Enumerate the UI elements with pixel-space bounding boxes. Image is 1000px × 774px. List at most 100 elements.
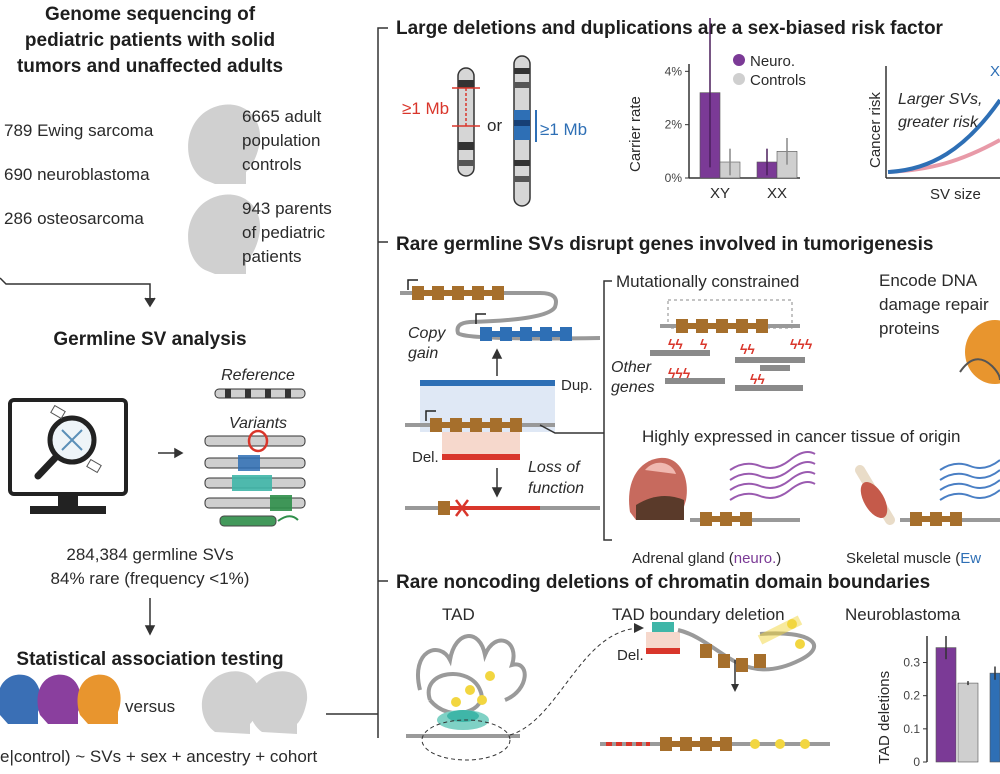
dup-label: Dup. — [561, 377, 593, 394]
dna-repair-protein-icon — [959, 320, 1000, 384]
section1-title: Large deletions and duplications are a s… — [396, 18, 944, 39]
carrier-rate-plot: 0% 2% 4% XY XX — [665, 18, 800, 202]
tad-y-tick-label: 0 — [913, 755, 920, 769]
sv-analysis-title: Germline SV analysis — [53, 329, 246, 350]
carrier-category-label: XY — [710, 185, 730, 202]
carrier-category-label: XX — [767, 185, 787, 202]
panel-bracket — [603, 280, 612, 541]
risk-note-line-2: greater risk — [898, 114, 979, 131]
tad-deletions-plot: 0 0.1 0.2 0.3 — [903, 636, 1000, 769]
tad-y-tick-label: 0.1 — [903, 722, 920, 736]
tad-boundary-figure — [600, 615, 830, 751]
adrenal-gland-icon — [629, 457, 687, 520]
dup-del-block — [405, 380, 555, 460]
section3-title: Rare noncoding deletions of chromatin do… — [396, 572, 930, 593]
section-tad-boundaries: Rare noncoding deletions of chromatin do… — [396, 572, 1000, 769]
duplication-size-label: ≥1 Mb — [540, 120, 587, 139]
adrenal-caption-a: Adrenal gland ( — [632, 550, 734, 567]
risk-xlabel: SV size — [930, 186, 981, 203]
skeletal-caption-a: Skeletal muscle ( — [846, 550, 960, 567]
section-sex-biased-risk: Large deletions and duplications are a s… — [396, 18, 1000, 207]
dna-repair-label-line-3: proteins — [879, 319, 939, 338]
other-genes-label-line-2: genes — [611, 379, 655, 396]
carrier-y-tick-label: 2% — [665, 118, 683, 132]
svg-text:ϟϟ: ϟϟ — [740, 341, 755, 357]
left-title-line-1: Genome sequencing of — [45, 4, 256, 25]
carrier-y-tick-label: 0% — [665, 171, 683, 185]
duplication-chromosome-icon — [513, 55, 537, 207]
del-label: Del. — [412, 449, 439, 466]
legend-swatch-neuro — [733, 54, 745, 66]
adult-controls-line-3: controls — [242, 155, 302, 174]
model-formula: e|control) ~ SVs + sex + ancestry + coho… — [0, 747, 317, 766]
variant-chromosomes — [204, 429, 306, 527]
left-title-line-3: tumors and unaffected adults — [17, 56, 283, 77]
control-heads-icon — [201, 671, 308, 734]
computer-monitor-icon — [8, 398, 128, 514]
tad-bar — [935, 647, 957, 763]
arrow-icon — [144, 598, 156, 636]
tad-bar — [989, 672, 1000, 763]
legend-swatch-controls — [733, 73, 745, 85]
tad-del-label: Del. — [617, 647, 644, 664]
expressed-label: Highly expressed in cancer tissue of ori… — [642, 427, 960, 446]
adrenal-caption-neuro: neuro. — [734, 550, 777, 567]
legend-label-neuro: Neuro. — [750, 53, 795, 70]
arrow-icon — [491, 468, 503, 498]
copy-gain-label-line-2: gain — [408, 345, 438, 362]
svg-text:ϟϟϟ: ϟϟϟ — [668, 365, 691, 381]
tad-label: TAD — [442, 605, 475, 624]
cohort-neuroblastoma: 690 neuroblastoma — [4, 165, 150, 184]
sv-rare-fraction: 84% rare (frequency <1%) — [51, 569, 250, 588]
deletion-chromosome-icon — [452, 67, 480, 177]
risk-curve-xy — [887, 98, 1000, 174]
loss-of-function-gene — [405, 499, 600, 517]
skeletal-expression-figure — [900, 459, 1000, 526]
adrenal-gland-caption: Adrenal gland (neuro.) — [632, 550, 781, 567]
adult-controls-line-1: 6665 adult — [242, 107, 322, 126]
tad-loop-figure — [406, 623, 644, 761]
reference-label: Reference — [221, 367, 295, 384]
patient-heads-icon — [0, 674, 121, 724]
carrier-rate-ylabel: Carrier rate — [627, 96, 644, 172]
parents-line-2: of pediatric — [242, 223, 326, 242]
sv-count: 284,384 germline SVs — [66, 545, 233, 564]
variants-label: Variants — [229, 415, 287, 432]
tad-y-tick-label: 0.2 — [903, 689, 920, 703]
svg-text:ϟϟ: ϟϟ — [668, 336, 683, 352]
carrier-y-tick-label: 4% — [665, 64, 683, 78]
svg-text:ϟϟϟ: ϟϟϟ — [790, 336, 813, 352]
svg-text:ϟϟ: ϟϟ — [750, 371, 765, 387]
adult-controls-line-2: population — [242, 131, 320, 150]
versus-label: versus — [125, 697, 175, 716]
carrier-rate-chart: Carrier rate 0% 2% 4% XY XX Neuro. Controls — [627, 18, 806, 202]
constrained-gene-figure — [660, 299, 800, 333]
loss-of-function-line-2: function — [528, 480, 584, 497]
left-panel: Genome sequencing of pediatric patients … — [0, 4, 332, 766]
parents-line-3: patients — [242, 247, 302, 266]
adrenal-caption-c: ) — [776, 550, 781, 567]
copy-gain-genes — [400, 279, 601, 341]
cohort-ewing: 789 Ewing sarcoma — [4, 121, 154, 140]
mutationally-constrained-label: Mutationally constrained — [616, 272, 799, 291]
arrow-icon — [491, 348, 503, 376]
cohort-osteosarcoma: 286 osteosarcoma — [4, 209, 144, 228]
cancer-risk-chart: Cancer risk X Larger SVs, greater risk S… — [867, 63, 1000, 203]
tad-deletions-ylabel: TAD deletions — [876, 671, 893, 764]
head-silhouette-icon — [188, 194, 261, 274]
tad-boundary-deletion-label: TAD boundary deletion — [612, 605, 785, 624]
parents-line-1: 943 parents — [242, 199, 332, 218]
other-genes-figure — [650, 350, 805, 391]
or-label: or — [487, 116, 502, 135]
tad-y-tick-label: 0.3 — [903, 656, 920, 670]
tad-bar — [957, 682, 979, 763]
section2-title: Rare germline SVs disrupt genes involved… — [396, 234, 933, 255]
risk-note-line-1: Larger SVs, — [898, 91, 982, 108]
section-bracket — [326, 27, 388, 738]
left-title-line-2: pediatric patients with solid — [25, 30, 275, 51]
risk-series-label: X — [990, 63, 1000, 80]
section-gene-disruption: Rare germline SVs disrupt genes involved… — [396, 234, 1000, 567]
legend-label-controls: Controls — [750, 72, 806, 89]
